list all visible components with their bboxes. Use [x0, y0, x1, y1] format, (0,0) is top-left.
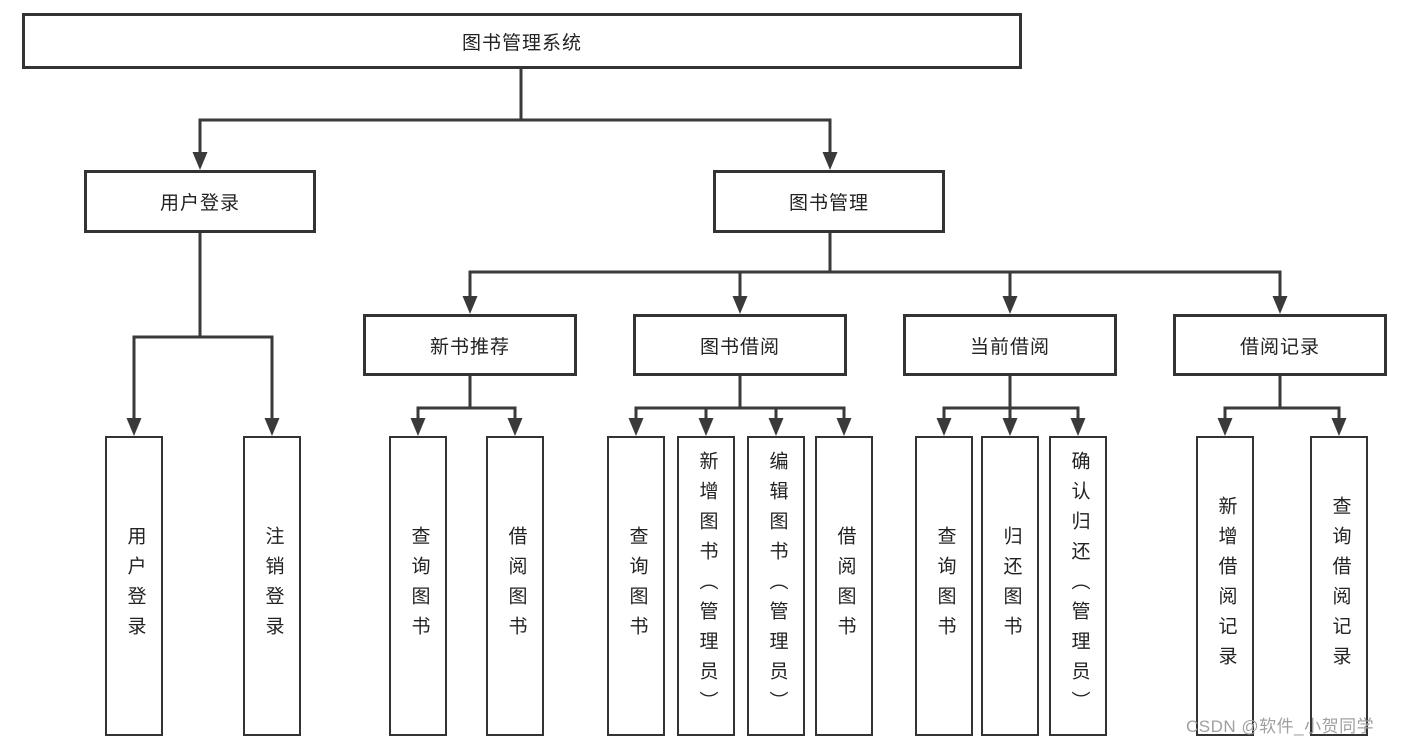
node-label: 借阅记录 [1239, 336, 1320, 358]
leaf-query-borrow-record: 查询借阅记录 [1310, 436, 1368, 736]
node-label: 注销登录 [262, 526, 284, 646]
node-label: 编辑图书（管理员） [766, 451, 788, 721]
node-current-borrow: 当前借阅 [903, 314, 1117, 376]
node-borrow-records: 借阅记录 [1173, 314, 1387, 376]
node-new-book-recommend: 新书推荐 [363, 314, 577, 376]
node-label: 借阅图书 [834, 526, 856, 646]
watermark: CSDN @软件_小贺同学 [1186, 717, 1375, 736]
node-label: 图书借阅 [699, 336, 780, 358]
leaf-query-book-recommend: 查询图书 [389, 436, 447, 736]
node-label: 查询借阅记录 [1329, 496, 1351, 676]
node-label: 用户登录 [159, 193, 240, 214]
leaf-edit-book-admin: 编辑图书（管理员） [747, 436, 805, 736]
node-label: 用户登录 [124, 526, 146, 646]
node-label: 查询图书 [626, 526, 648, 646]
node-label: 归还图书 [1000, 526, 1022, 646]
leaf-logout: 注销登录 [243, 436, 301, 736]
leaf-borrow-book: 借阅图书 [815, 436, 873, 736]
node-label: 借阅图书 [505, 526, 527, 646]
node-label: 查询图书 [934, 526, 956, 646]
leaf-confirm-return-admin: 确认归还（管理员） [1049, 436, 1107, 736]
node-label: 当前借阅 [969, 336, 1050, 358]
node-label: 新增图书（管理员） [696, 451, 718, 721]
leaf-borrow-book-recommend: 借阅图书 [486, 436, 544, 736]
leaf-add-borrow-record: 新增借阅记录 [1196, 436, 1254, 736]
node-book-borrow: 图书借阅 [633, 314, 847, 376]
leaf-user-login: 用户登录 [105, 436, 163, 736]
node-label: 查询图书 [408, 526, 430, 646]
leaf-query-book-borrow: 查询图书 [607, 436, 665, 736]
node-label: 新书推荐 [429, 336, 510, 358]
leaf-add-book-admin: 新增图书（管理员） [677, 436, 735, 736]
node-root: 图书管理系统 [22, 13, 1022, 69]
node-book-management: 图书管理 [713, 170, 945, 233]
node-user-login: 用户登录 [84, 170, 316, 233]
node-label: 新增借阅记录 [1215, 496, 1237, 676]
leaf-return-book: 归还图书 [981, 436, 1039, 736]
leaf-query-book-current: 查询图书 [915, 436, 973, 736]
node-label: 图书管理系统 [461, 32, 582, 54]
node-label: 确认归还（管理员） [1068, 451, 1090, 721]
node-label: 图书管理 [788, 193, 869, 214]
